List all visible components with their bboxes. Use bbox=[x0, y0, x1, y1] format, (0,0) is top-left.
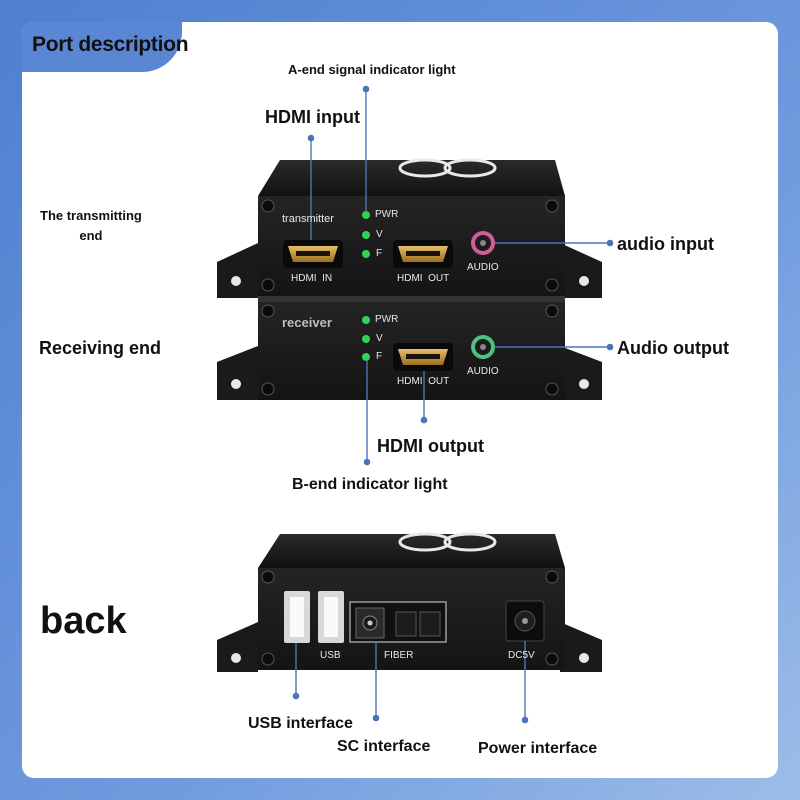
tx-led-f-label: F bbox=[376, 248, 383, 259]
tx-led-pwr-label: PWR bbox=[375, 209, 399, 220]
audio-output-label: Audio output bbox=[617, 338, 729, 358]
hdmi-output-label: HDMI output bbox=[377, 436, 484, 456]
pwr-led bbox=[362, 316, 370, 324]
receiver-unit bbox=[217, 296, 602, 400]
transmitter-lid bbox=[258, 160, 565, 196]
a-end-light-label: A-end signal indicator light bbox=[288, 62, 456, 77]
rx-hdmi-out-label: HDMI OUT bbox=[397, 376, 450, 387]
screw bbox=[261, 199, 275, 213]
back-unit bbox=[217, 532, 602, 672]
left-mounting-ear bbox=[217, 346, 258, 400]
v-led bbox=[362, 335, 370, 343]
transmitter-unit bbox=[217, 158, 602, 298]
pwr-led bbox=[362, 211, 370, 219]
dc-panel-label: DC5V bbox=[508, 650, 535, 661]
v-led bbox=[362, 231, 370, 239]
hdmi-input-label: HDMI input bbox=[265, 107, 360, 127]
tx-led-v-label: V bbox=[376, 229, 383, 240]
usb-panel-label: USB bbox=[320, 650, 341, 661]
power-interface-label: Power interface bbox=[478, 740, 598, 757]
screw bbox=[261, 304, 275, 318]
left-mounting-ear bbox=[217, 622, 258, 672]
hdmi-in-label: HDMI IN bbox=[291, 273, 333, 284]
rx-led-f-label: F bbox=[376, 351, 383, 362]
rx-audio-label: AUDIO bbox=[467, 366, 499, 377]
right-mounting-ear bbox=[560, 243, 602, 298]
screw bbox=[261, 570, 275, 584]
callout-lines bbox=[292, 85, 614, 724]
sc-interface-label: SC interface bbox=[337, 738, 431, 755]
back-label: back bbox=[40, 600, 127, 642]
fiber-panel-label: FIBER bbox=[384, 650, 414, 661]
rx-led-v-label: V bbox=[376, 333, 383, 344]
tx-audio-label: AUDIO bbox=[467, 262, 499, 273]
f-led bbox=[362, 353, 370, 361]
receiver-name: receiver bbox=[282, 315, 332, 330]
left-mounting-ear bbox=[217, 243, 258, 298]
rx-led-pwr-label: PWR bbox=[375, 314, 399, 325]
transmitter-name: transmitter bbox=[282, 213, 334, 225]
tx-hdmi-out-label: HDMI OUT bbox=[397, 273, 450, 284]
right-mounting-ear bbox=[560, 622, 602, 672]
right-mounting-ear bbox=[560, 346, 602, 400]
usb-interface-label: USB interface bbox=[248, 715, 353, 732]
title-tab bbox=[22, 22, 182, 72]
b-end-light-label: B-end indicator light bbox=[292, 476, 448, 493]
back-lid bbox=[258, 534, 565, 568]
audio-input-label: audio input bbox=[617, 234, 714, 254]
logo-mark bbox=[398, 158, 452, 178]
receiving-end-label: Receiving end bbox=[39, 338, 162, 358]
page-title: Port description bbox=[32, 33, 189, 56]
f-led bbox=[362, 250, 370, 258]
transmitting-end-label: The transmitting end bbox=[40, 208, 142, 243]
